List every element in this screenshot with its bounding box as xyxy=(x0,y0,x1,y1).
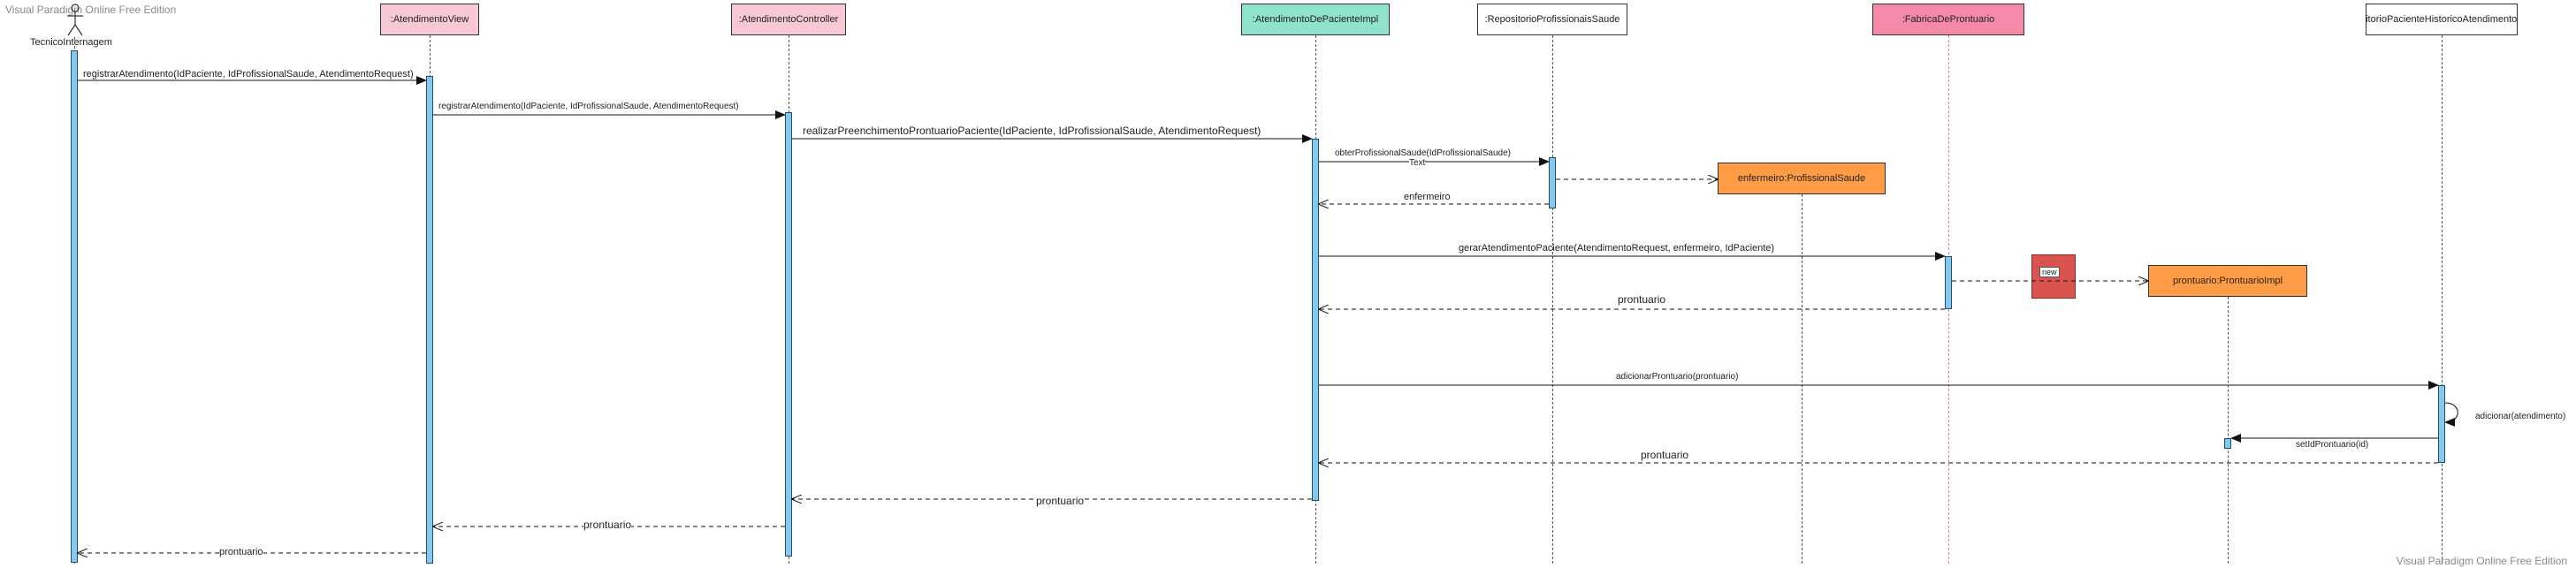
lifeline-fabrica-prontuario[interactable]: :FabricaDeProntuario xyxy=(1872,4,2024,35)
msg-label-4: obterProfissionalSaude(IdProfissionalSau… xyxy=(1335,148,1512,158)
activation-paciente-impl xyxy=(1312,139,1319,501)
msg-label-10: adicionarProntuario(prontuario) xyxy=(1616,372,1739,382)
msg-label-2: registrarAtendimento(IdPaciente, IdProfi… xyxy=(438,102,739,111)
lifeline-line-repositorio-profissionais xyxy=(1552,35,1553,564)
activation-prontuario xyxy=(2224,438,2231,449)
lifeline-atendimento-paciente-impl[interactable]: :AtendimentoDePacienteImpl xyxy=(1241,4,1390,35)
activation-view xyxy=(426,76,433,564)
msg-label-3: realizarPreenchimentoProntuarioPaciente(… xyxy=(803,125,1261,137)
watermark-bottom: Visual Paradigm Online Free Edition xyxy=(2396,555,2567,567)
object-prontuario[interactable]: prontuario:ProntuarioImpl xyxy=(2148,265,2307,297)
msg-label-11: adicionar(atendimento) xyxy=(2475,412,2566,421)
msg-label-1: registrarAtendimento(IdPaciente, IdProfi… xyxy=(83,69,414,80)
stick-figure-icon xyxy=(67,4,83,36)
create-marker-label: new xyxy=(2039,267,2060,277)
activation-repositorio-profissionais xyxy=(1549,157,1556,208)
lifeline-line-repositorio-historico xyxy=(2442,35,2443,564)
lifeline-atendimento-controller[interactable]: :AtendimentoController xyxy=(731,4,846,35)
activation-controller xyxy=(785,112,792,557)
msg-arrow-self xyxy=(2444,402,2458,427)
lifeline-atendimento-view[interactable]: :AtendimentoView xyxy=(380,4,479,35)
msg-label-13: prontuario xyxy=(1641,449,1689,461)
lifeline-line-prontuario xyxy=(2228,297,2229,564)
activation-fabrica xyxy=(1945,256,1952,309)
msg-label-7: gerarAtendimentoPaciente(AtendimentoRequ… xyxy=(1459,243,1775,254)
msg-label-15: prontuario xyxy=(583,519,632,531)
lifeline-repositorio-profissionais[interactable]: :RepositorioProfissionaisSaude xyxy=(1477,4,1627,35)
lifeline-repositorio-historico[interactable]: :RepositorioPacienteHistoricoAtendimento… xyxy=(2366,4,2518,35)
activation-actor xyxy=(71,50,78,563)
msg-label-6: enfermeiro xyxy=(1404,192,1451,202)
msg-label-14: prontuario xyxy=(1036,495,1085,507)
msg-label-9: prontuario xyxy=(1618,293,1666,306)
msg-label-5: Text xyxy=(1409,158,1426,168)
msg-label-12: setIdProntuario(id) xyxy=(2296,440,2369,450)
watermark-top: Visual Paradigm Online Free Edition xyxy=(5,4,177,16)
actor-label: TecnicoInternagem xyxy=(30,37,112,48)
msg-label-16: prontuario xyxy=(219,547,263,557)
